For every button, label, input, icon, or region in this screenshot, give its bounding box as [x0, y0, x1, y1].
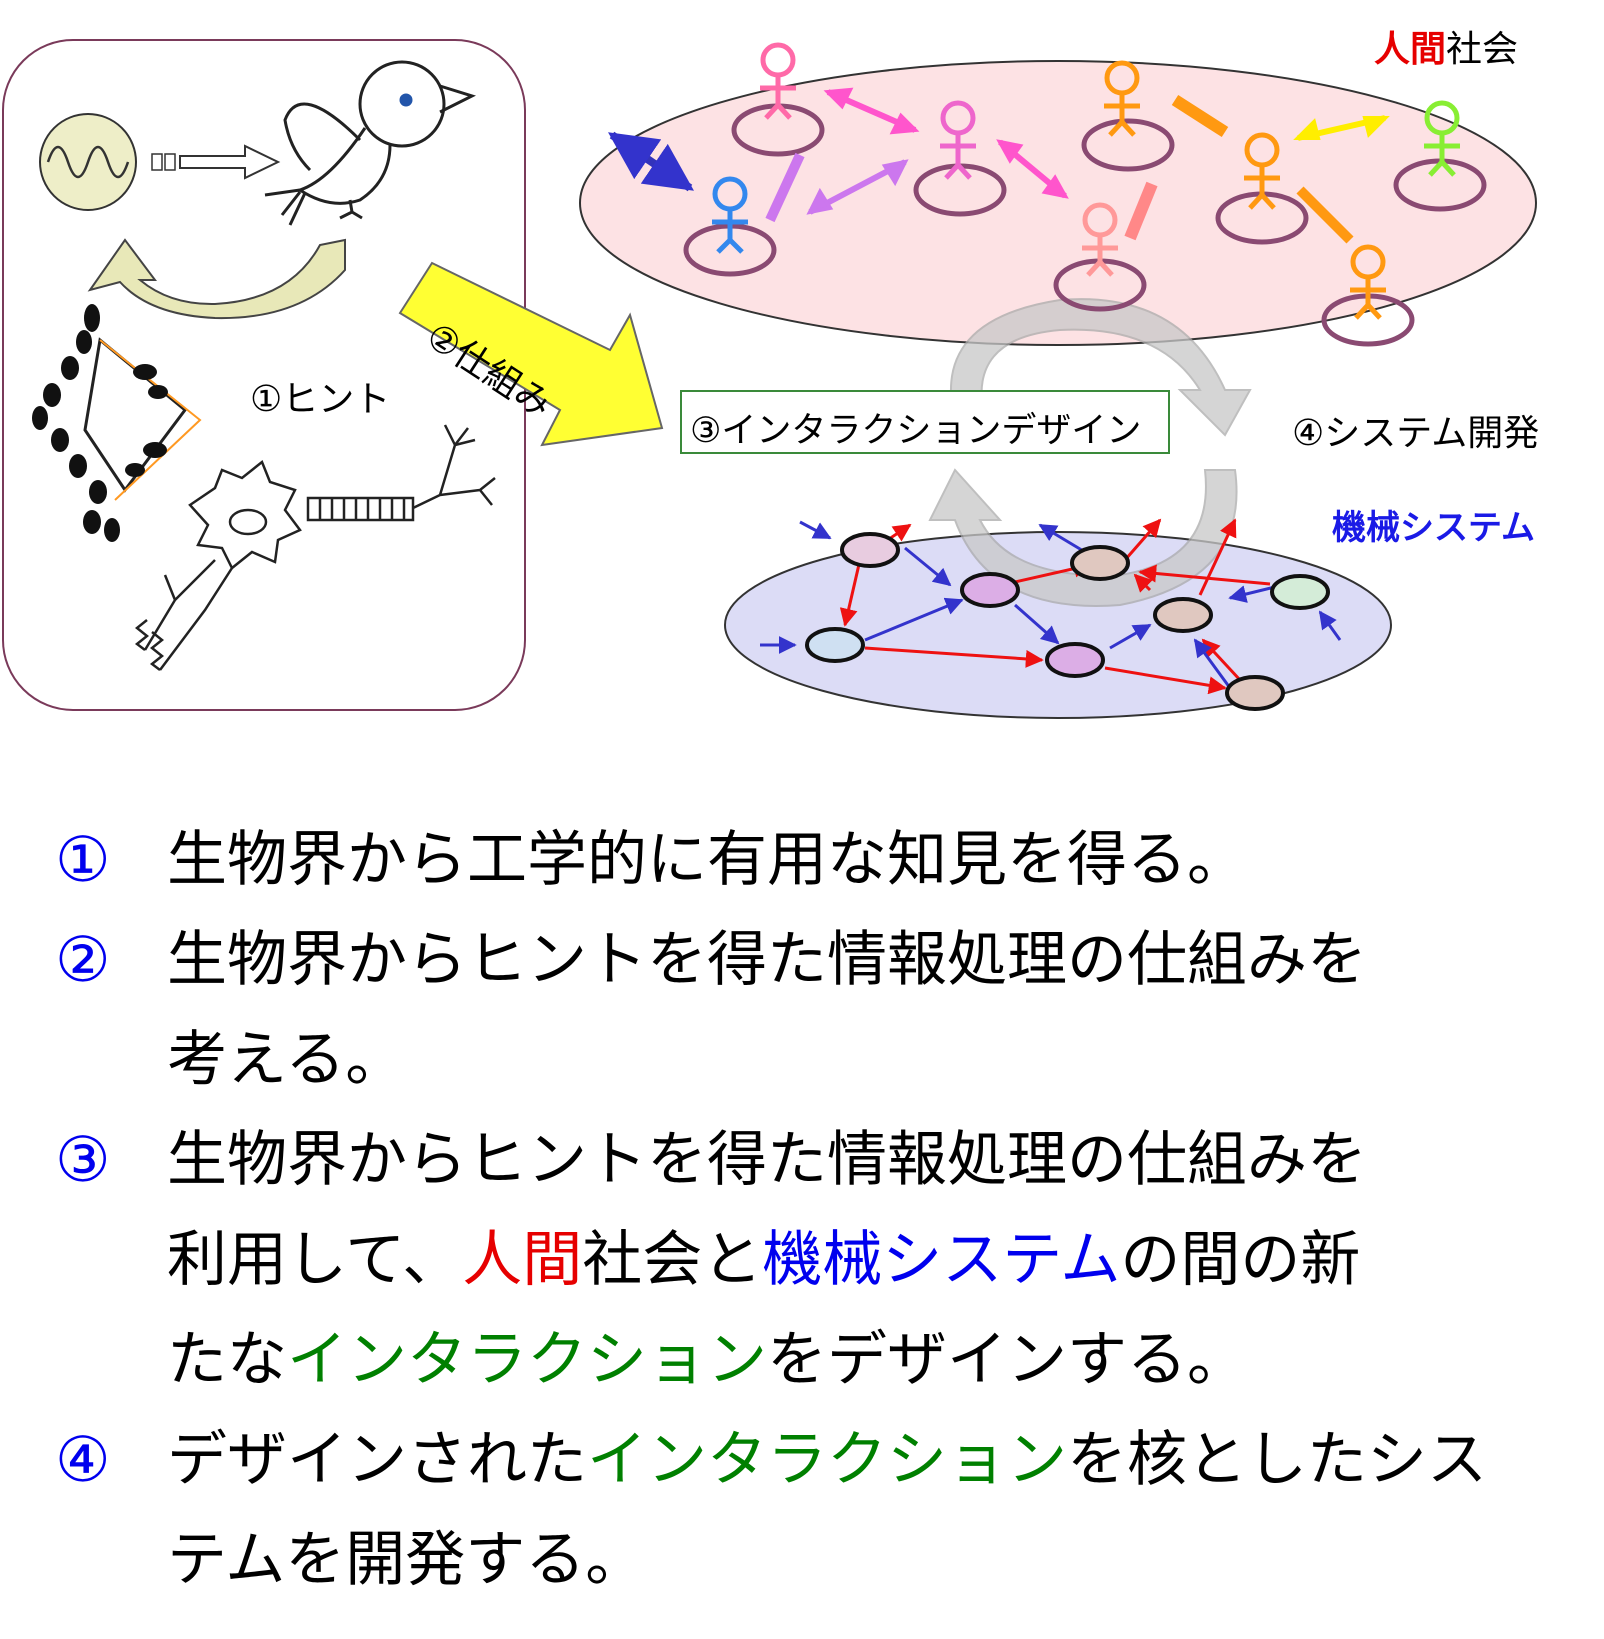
hint-label: ①ヒント: [250, 379, 391, 420]
step-line: デザインされたインタラクションを核としたシス: [167, 1410, 1575, 1510]
step-text-segment: テムを開発する。: [167, 1525, 646, 1595]
person-node: [1215, 132, 1309, 245]
step-text-segment: をデザインする。: [767, 1325, 1247, 1395]
human-society-label: 人間社会: [1374, 20, 1518, 72]
neuron-icon: [134, 424, 496, 671]
step-line: 生物界から工学的に有用な知見を得る。: [167, 810, 1575, 910]
person-node: [683, 176, 777, 277]
step-text-segment: たな: [167, 1325, 287, 1395]
step-text-segment: 人間: [462, 1225, 583, 1295]
person-node: [913, 100, 1007, 217]
step-line: テムを開発する。: [167, 1510, 1575, 1610]
person-node: [1393, 100, 1487, 212]
step-text-segment: インタラクション: [587, 1425, 1067, 1495]
step-line: 考える。: [167, 1010, 1575, 1110]
interaction-design-label: ③インタラクションデザイン: [690, 411, 1142, 451]
step-text-segment: 生物界からヒントを得た情報処理の仕組みを: [167, 1125, 1367, 1195]
network-nodes: [805, 532, 1330, 711]
feedback-arrow-icon: [87, 238, 346, 320]
step-list: ① 生物界から工学的に有用な知見を得る。 ② 生物界からヒントを得た情報処理の仕組みを…: [55, 810, 1575, 1610]
human-society-ellipse: [579, 60, 1537, 346]
machine-system-label: 機械システム: [1332, 508, 1535, 548]
step-line: たなインタラクションをデザインする。: [167, 1310, 1575, 1410]
interaction-arrows: [608, 87, 1390, 244]
step-text-segment: 生物界からヒントを得た情報処理の仕組みを: [167, 925, 1367, 995]
ant-colony-icon: [32, 304, 202, 542]
person-node: [1053, 202, 1147, 312]
diagram-canvas: [2, 39, 1537, 719]
step-line: 利用して、人間社会と機械システムの間の新: [167, 1210, 1575, 1310]
step-text-segment: 考える。: [167, 1025, 406, 1095]
step-text-segment: 生物界から工学的に有用な知見を得る。: [167, 825, 1247, 895]
person-node: [1321, 244, 1415, 347]
mechanism-arrow-icon: [398, 261, 664, 447]
step-text-segment: デザインされた: [167, 1425, 587, 1495]
step-text-segment: 利用して、: [167, 1225, 463, 1295]
step-item: ① 生物界から工学的に有用な知見を得る。: [55, 810, 1575, 910]
step-line: 生物界からヒントを得た情報処理の仕組みを: [167, 910, 1575, 1010]
step-text-segment: 社会と: [582, 1225, 763, 1295]
network-edges: [760, 518, 1342, 695]
person-node: [1081, 60, 1175, 172]
bird-icon: [264, 60, 476, 226]
step-number: ③: [55, 1123, 111, 1196]
step-number: ④: [55, 1423, 111, 1496]
system-dev-label: ④システム開発: [1292, 413, 1540, 454]
step-line: 生物界からヒントを得た情報処理の仕組みを: [167, 1110, 1575, 1210]
step-text-segment: を核としたシス: [1067, 1425, 1487, 1495]
step-item: ④ デザインされたインタラクションを核としたシステムを開発する。: [55, 1410, 1575, 1610]
cycle-arrows-icon: [928, 298, 1252, 607]
step-text-segment: 機械システム: [762, 1225, 1121, 1295]
people-nodes: [683, 42, 1487, 347]
step-number: ①: [55, 823, 111, 896]
person-node: [731, 42, 825, 157]
step-number: ②: [55, 923, 111, 996]
human-label-part: 人間: [1374, 29, 1447, 70]
sound-wave-icon: [39, 113, 281, 211]
step-text-segment: インタラクション: [287, 1325, 767, 1395]
machine-system-ellipse: [724, 531, 1392, 719]
interaction-design-box: [680, 390, 1170, 454]
step-text-segment: の間の新: [1120, 1225, 1361, 1295]
step-item: ② 生物界からヒントを得た情報処理の仕組みを考える。: [55, 910, 1575, 1110]
society-label-part: 社会: [1446, 29, 1519, 70]
